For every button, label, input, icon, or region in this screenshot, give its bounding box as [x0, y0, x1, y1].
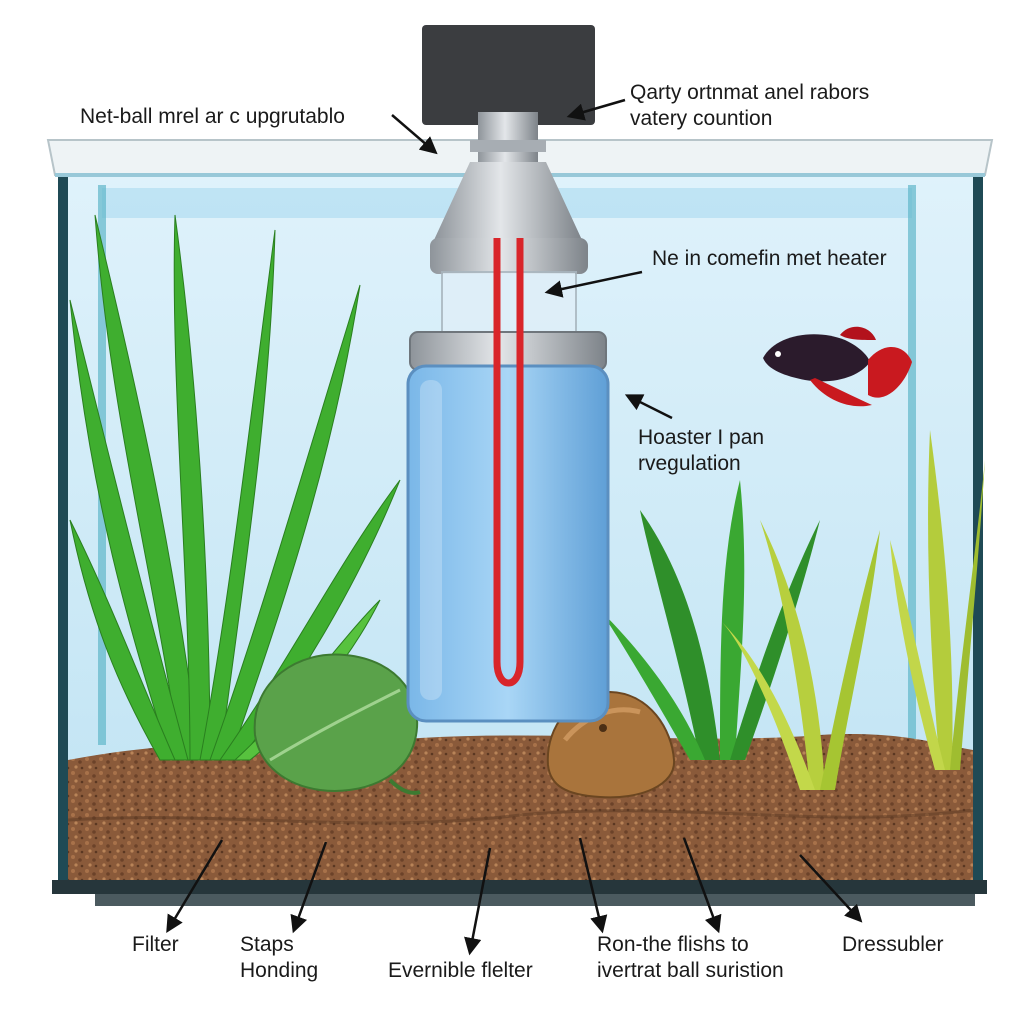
heater-element	[493, 238, 524, 687]
arrow-ronthe	[578, 837, 608, 934]
label-regulation: Hoaster I pan rvegulation	[638, 426, 765, 475]
heater-control-box	[422, 25, 595, 125]
fish-icon	[763, 326, 912, 407]
label-top-left: Net-ball mrel ar с upgrutablo	[80, 105, 345, 128]
heater-icon	[406, 25, 610, 723]
plant-icon	[69, 214, 401, 761]
leaf-icon	[253, 653, 421, 795]
arrow-dressubler	[799, 854, 863, 923]
plant-icon	[600, 430, 985, 790]
arrow-heater	[544, 270, 643, 298]
arrow-top-right	[566, 98, 626, 121]
arrow-mid-right	[682, 837, 722, 934]
arrow-filter	[166, 839, 224, 934]
tank-base	[52, 880, 987, 894]
tank-left-frame	[58, 175, 68, 885]
label-filter: Filter	[132, 933, 179, 956]
label-heater: Ne in comefin met heater	[652, 247, 887, 270]
label-dressubler: Dressubler	[842, 933, 944, 956]
arrow-regulation	[624, 394, 673, 420]
arrow-evernible	[464, 847, 492, 956]
label-top-right: Qarty ortnmat anel rabors vatery countio…	[630, 81, 870, 130]
annotation-arrows	[166, 98, 863, 956]
label-staps-honding: Staps Honding	[240, 933, 319, 982]
arrow-top-left	[391, 114, 438, 155]
label-ron-the-flishs: Ron-the flishs to ivertrat ball suristio…	[597, 933, 784, 982]
label-evernible-flelter: Evernible flelter	[388, 959, 533, 982]
filter-canister	[406, 364, 610, 723]
arrow-staps	[290, 841, 328, 934]
